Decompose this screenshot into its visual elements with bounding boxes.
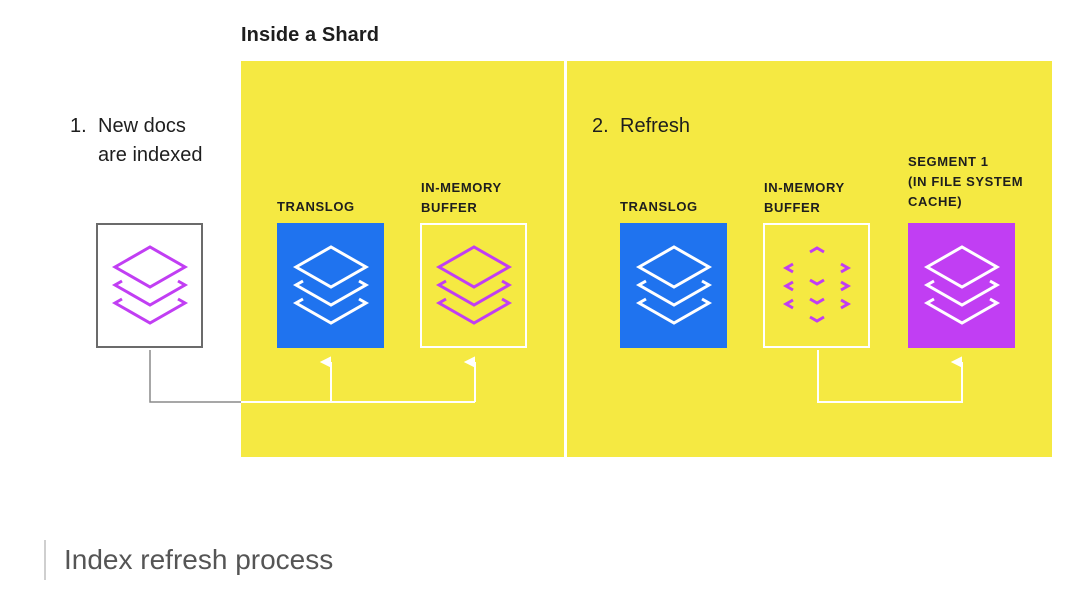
figure-caption: Index refresh process — [64, 544, 334, 575]
step-1-number: 1. — [70, 115, 87, 137]
step-1-line-1: New docs — [98, 115, 186, 137]
step-2-heading: 2. Refresh — [592, 112, 690, 141]
in-memory-buffer-box-1 — [420, 223, 527, 348]
scattered-chevrons-icon — [782, 246, 852, 323]
step-2-text: Refresh — [620, 115, 691, 137]
caption-accent-bar — [44, 540, 46, 580]
translog-label-1: TRANSLOG — [277, 199, 355, 214]
stacked-layers-icon — [292, 245, 370, 325]
translog-box-2 — [620, 223, 727, 348]
new-docs-box — [96, 223, 203, 348]
step-1-heading: 1. New docs are indexed — [70, 112, 238, 170]
stacked-layers-icon — [111, 245, 189, 325]
translog-box-1 — [277, 223, 384, 348]
stacked-layers-icon — [435, 245, 513, 325]
step-2-number: 2. — [592, 115, 609, 137]
in-memory-buffer-box-2 — [763, 223, 870, 348]
stacked-layers-icon — [635, 245, 713, 325]
translog-label-2: TRANSLOG — [620, 199, 698, 214]
panel-divider — [564, 61, 567, 457]
stacked-layers-icon — [923, 245, 1001, 325]
step-1-line-2: are indexed — [98, 144, 203, 166]
shard-title: Inside a Shard — [241, 24, 380, 46]
segment-box — [908, 223, 1015, 348]
